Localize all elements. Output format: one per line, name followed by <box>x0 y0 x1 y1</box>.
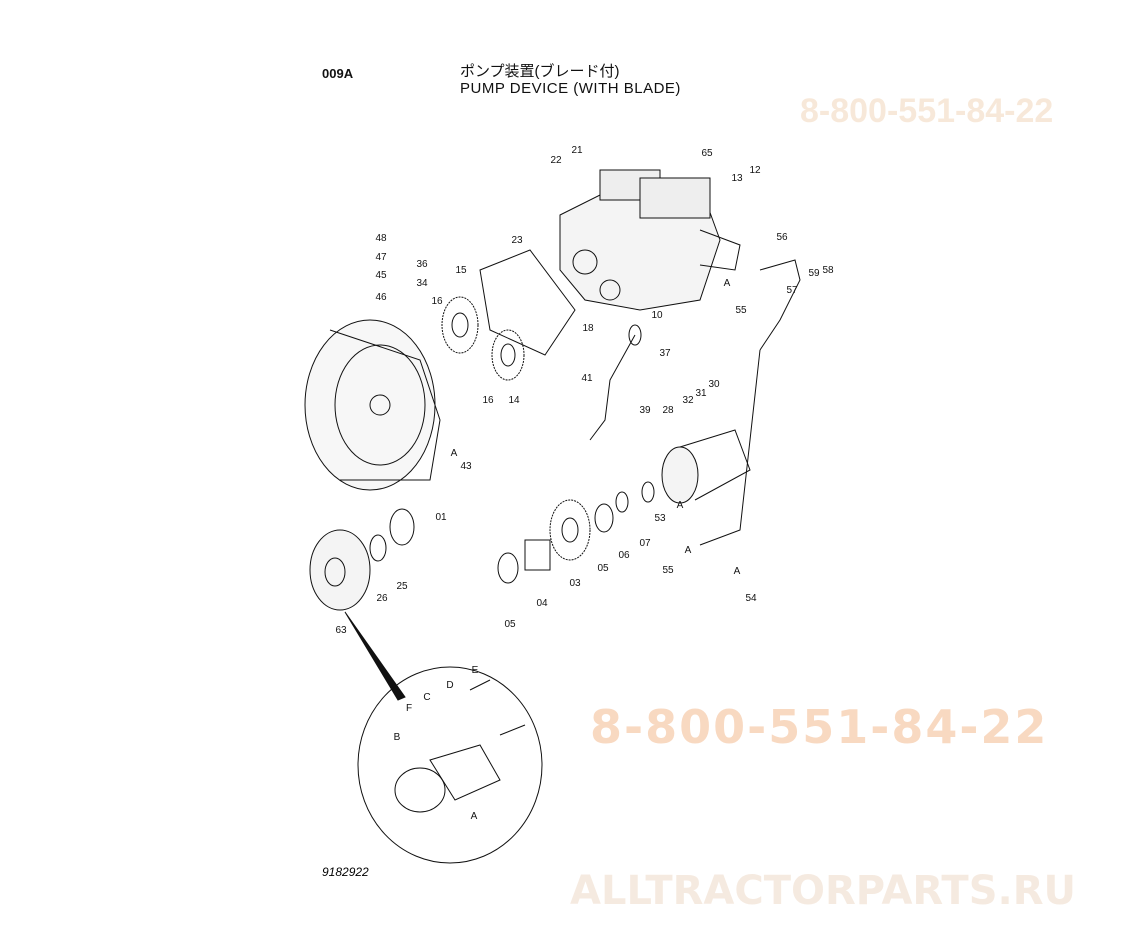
callout-37: 37 <box>659 348 671 359</box>
callout-A: A <box>451 448 458 459</box>
callout-56: 56 <box>776 232 788 243</box>
callout-01: 01 <box>435 512 447 523</box>
callout-31: 31 <box>695 388 707 399</box>
callout-05: 05 <box>504 619 516 630</box>
bearings <box>369 481 655 584</box>
callout-22: 22 <box>550 155 562 166</box>
callout-E: E <box>472 665 479 676</box>
diagram-code: 009A <box>322 66 354 81</box>
callout-53: 53 <box>654 513 666 524</box>
callout-18: 18 <box>582 323 594 334</box>
callout-47: 47 <box>375 252 387 263</box>
callout-36: 36 <box>416 259 428 270</box>
callout-39: 39 <box>639 405 651 416</box>
callout-30: 30 <box>708 379 720 390</box>
callout-10: 10 <box>651 310 663 321</box>
callout-28: 28 <box>662 405 674 416</box>
callout-63: 63 <box>335 625 347 636</box>
callout-55: 55 <box>735 305 747 316</box>
callout-A: A <box>734 566 741 577</box>
callout-41: 41 <box>581 373 593 384</box>
gear-03 <box>549 499 591 561</box>
callout-23: 23 <box>511 235 523 246</box>
callout-46: 46 <box>375 292 387 303</box>
hose-56 <box>699 259 801 546</box>
gear-15 <box>441 296 479 354</box>
callout-13: 13 <box>731 173 743 184</box>
callout-48: 48 <box>375 233 387 244</box>
callout-03: 03 <box>569 578 581 589</box>
callout-34: 34 <box>416 278 428 289</box>
coupling-63 <box>309 529 371 611</box>
callout-04: 04 <box>536 598 548 609</box>
callout-A: A <box>685 545 692 556</box>
gear-pump-28 <box>661 429 751 504</box>
callout-C: C <box>423 692 430 703</box>
callout-14: 14 <box>508 395 520 406</box>
callout-A: A <box>724 278 731 289</box>
callout-65: 65 <box>701 148 713 159</box>
dipstick-37 <box>589 324 642 441</box>
callout-21: 21 <box>571 145 583 156</box>
callout-45: 45 <box>375 270 387 281</box>
callout-05: 05 <box>597 563 609 574</box>
callout-55: 55 <box>662 565 674 576</box>
gear-14 <box>491 329 525 381</box>
callout-A: A <box>677 500 684 511</box>
callout-57: 57 <box>786 285 798 296</box>
title-japanese: ポンプ装置(ブレード付) <box>460 63 620 80</box>
callout-15: 15 <box>455 265 467 276</box>
callout-54: 54 <box>745 593 757 604</box>
gasket-23 <box>479 249 576 356</box>
callout-16: 16 <box>482 395 494 406</box>
callout-25: 25 <box>396 581 408 592</box>
callout-26: 26 <box>376 593 388 604</box>
document-number: 9182922 <box>322 865 369 879</box>
callout-32: 32 <box>682 395 694 406</box>
detail-circle <box>344 611 543 864</box>
callout-16: 16 <box>431 296 443 307</box>
callout-B: B <box>394 732 401 743</box>
main-pump-10 <box>559 169 741 311</box>
callout-58: 58 <box>822 265 834 276</box>
shaft-04 <box>524 539 551 571</box>
title-english: PUMP DEVICE (WITH BLADE) <box>460 80 681 97</box>
callout-F: F <box>406 703 412 714</box>
callout-43: 43 <box>460 461 472 472</box>
housing-01 <box>304 319 441 491</box>
callout-06: 06 <box>618 550 630 561</box>
callout-A: A <box>471 811 478 822</box>
callout-59: 59 <box>808 268 820 279</box>
callout-D: D <box>446 680 453 691</box>
callout-07: 07 <box>639 538 651 549</box>
callout-12: 12 <box>749 165 761 176</box>
